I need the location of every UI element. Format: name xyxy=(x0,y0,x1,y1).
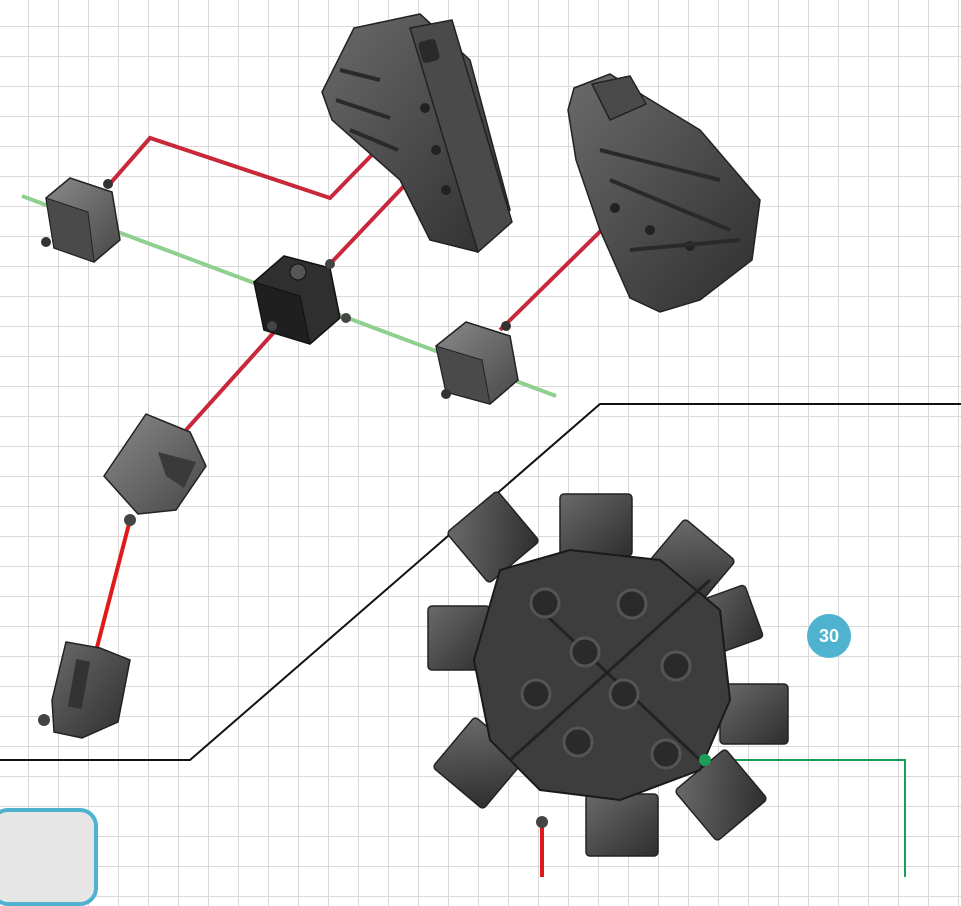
red-axle-upper-left xyxy=(106,126,400,201)
callout-box xyxy=(0,808,98,906)
gear-plate-left xyxy=(321,13,513,254)
zoom-callout-outline xyxy=(0,403,961,761)
connector-cube-left xyxy=(41,177,121,263)
angle-connector-middle xyxy=(103,413,207,526)
green-guide-line xyxy=(705,759,906,877)
connector-cube-right xyxy=(435,321,519,405)
step-number: 30 xyxy=(818,625,840,646)
angle-connector-lower xyxy=(38,641,131,739)
red-axle-center-lower xyxy=(184,328,278,432)
gear-plate-right xyxy=(567,73,761,313)
hub-wheel xyxy=(427,491,789,857)
connector-cube-center xyxy=(253,255,351,345)
assembly-diagram xyxy=(0,13,961,877)
red-axle-lower xyxy=(93,519,132,656)
step-number-badge: 30 xyxy=(807,614,851,658)
